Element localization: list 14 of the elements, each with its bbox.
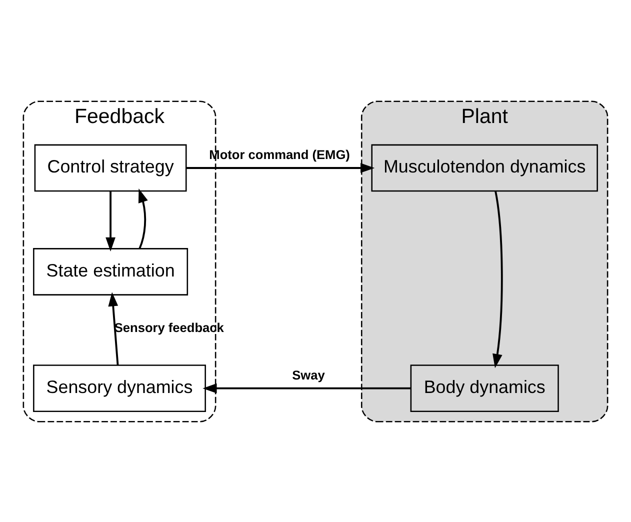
arrow — [492, 190, 503, 368]
arrow — [186, 162, 375, 172]
edge-label: Motor command (EMG) — [209, 146, 350, 162]
arrow — [106, 190, 116, 251]
edge-label: Sensory feedback — [114, 319, 224, 334]
node-box: State estimation — [33, 248, 188, 295]
node-box: Musculotendon dynamics — [371, 144, 598, 192]
arrow — [138, 188, 148, 248]
edge-label: Sway — [292, 366, 325, 382]
arrow — [202, 382, 411, 393]
arrow — [108, 292, 119, 365]
node-box: Body dynamics — [410, 364, 559, 412]
node-box: Sensory dynamics — [33, 364, 206, 412]
node-box: Control strategy — [34, 144, 187, 192]
